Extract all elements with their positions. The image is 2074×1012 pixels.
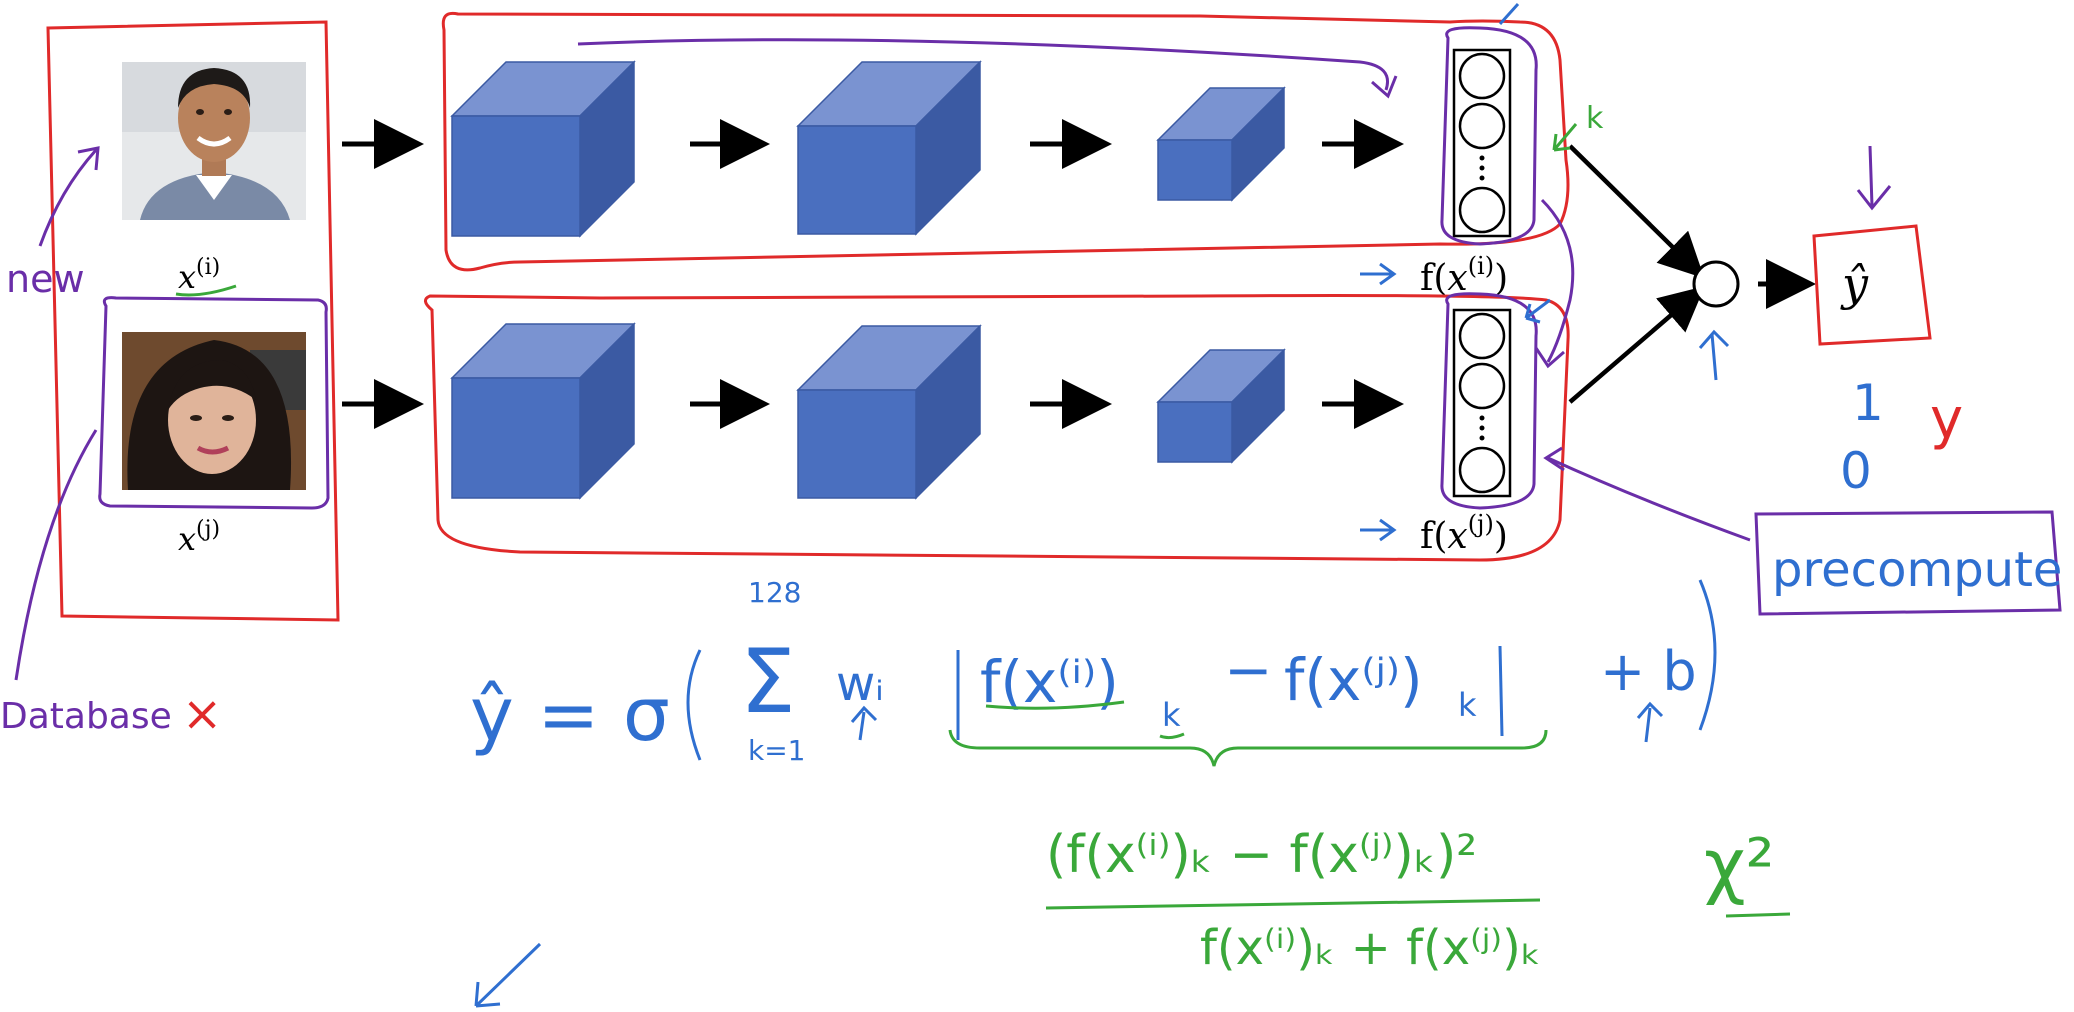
label-one: 1 — [1852, 374, 1884, 432]
bottom-conv-block-1 — [450, 322, 636, 500]
bottom-encoding-vector — [1452, 308, 1512, 498]
output-highlight — [1812, 224, 1932, 346]
precompute-box — [1754, 510, 2062, 616]
top-encoding-label: f(x(i)) — [1420, 252, 1508, 299]
chi-squared-alternative: (f(x⁽ⁱ⁾)ₖ − f(x⁽ʲ⁾)ₖ)² f(x⁽ⁱ⁾)ₖ + f(x⁽ʲ⁾… — [948, 729, 1791, 976]
top-conv-block-3 — [1156, 86, 1286, 202]
top-input-photo — [122, 62, 306, 220]
top-encoding-highlight — [1440, 26, 1538, 246]
top-to-output-arrow — [1568, 144, 1705, 279]
precompute-text: precompute — [1772, 542, 2062, 598]
top-vector-pointer — [1498, 2, 1520, 26]
top-pipeline-outline — [441, 11, 1570, 272]
difference-brace — [948, 729, 1548, 767]
new-label: new — [6, 257, 85, 301]
top-label-pointer — [1360, 262, 1397, 286]
abs-bar-right — [1498, 645, 1504, 737]
bottom-encoding-highlight — [1440, 292, 1538, 510]
bottom-vector-pointer — [1524, 298, 1551, 324]
new-arrow — [38, 146, 100, 247]
weight-term: wᵢ — [836, 656, 884, 712]
encoding-compare-arrow — [1540, 198, 1575, 363]
bias-pointer — [1636, 701, 1664, 743]
term-a-subscript: k — [1162, 696, 1181, 734]
sum-symbol: Σ — [740, 630, 796, 733]
top-encoding-vector — [1452, 48, 1512, 238]
top-input-label: x(i) — [178, 255, 220, 296]
database-outline — [46, 20, 340, 622]
minus-sign: − — [1224, 636, 1273, 704]
label-y: y — [1930, 387, 1963, 452]
k-mark: k — [1586, 101, 1604, 136]
similarity-formula: ŷ = σ 128 Σ k=1 wᵢ f(x⁽ⁱ⁾) k − f(x⁽ʲ⁾) k… — [470, 576, 1717, 767]
sum-lower-limit: k=1 — [748, 734, 806, 767]
bottom-to-output-arrow — [1568, 286, 1705, 404]
bottom-conv-block-3 — [1156, 348, 1286, 464]
neuron-pointer — [1698, 329, 1730, 381]
k-pointer — [1552, 123, 1578, 152]
formula-lhs: ŷ = σ — [470, 672, 670, 758]
precompute-arrow — [1547, 456, 1751, 542]
output-yhat: ŷ — [1840, 257, 1869, 311]
chi-numerator: (f(x⁽ⁱ⁾)ₖ − f(x⁽ʲ⁾)ₖ)² — [1046, 825, 1477, 885]
stray-arrow — [474, 942, 542, 1008]
database-pointer-line — [14, 429, 98, 681]
weight-pointer — [850, 705, 878, 741]
output-neuron — [1692, 260, 1740, 308]
bias-term: + b — [1600, 640, 1697, 703]
bottom-label-pointer — [1360, 518, 1397, 542]
chi-fraction-bar — [1045, 898, 1541, 910]
bottom-conv-block-2 — [796, 324, 982, 500]
formula-right-paren — [1698, 579, 1717, 731]
bottom-input-label: x(j) — [178, 517, 220, 558]
label-zero: 0 — [1840, 442, 1872, 500]
term-b-subscript: k — [1458, 686, 1477, 724]
bottom-input-photo: rs — [122, 332, 306, 490]
formula-left-paren — [686, 649, 702, 761]
output-pointer — [1856, 145, 1892, 211]
database-cross: × — [182, 686, 222, 742]
database-label: Database — [0, 696, 172, 737]
bottom-encoding-label: f(x(j)) — [1420, 510, 1508, 557]
top-conv-block-2 — [796, 60, 982, 236]
sum-upper-limit: 128 — [748, 576, 801, 609]
chi-squared-label: χ² — [1704, 823, 1774, 907]
bottom-pipeline-outline — [424, 294, 1570, 562]
top-conv-block-1 — [450, 60, 636, 238]
term-b: f(x⁽ʲ⁾) — [1284, 646, 1423, 714]
top-skip-arrow — [577, 38, 1389, 91]
chi-denominator: f(x⁽ⁱ⁾)ₖ + f(x⁽ʲ⁾)ₖ — [1200, 920, 1541, 976]
top-label-underline — [175, 284, 237, 297]
bottom-input-highlight — [98, 296, 330, 510]
